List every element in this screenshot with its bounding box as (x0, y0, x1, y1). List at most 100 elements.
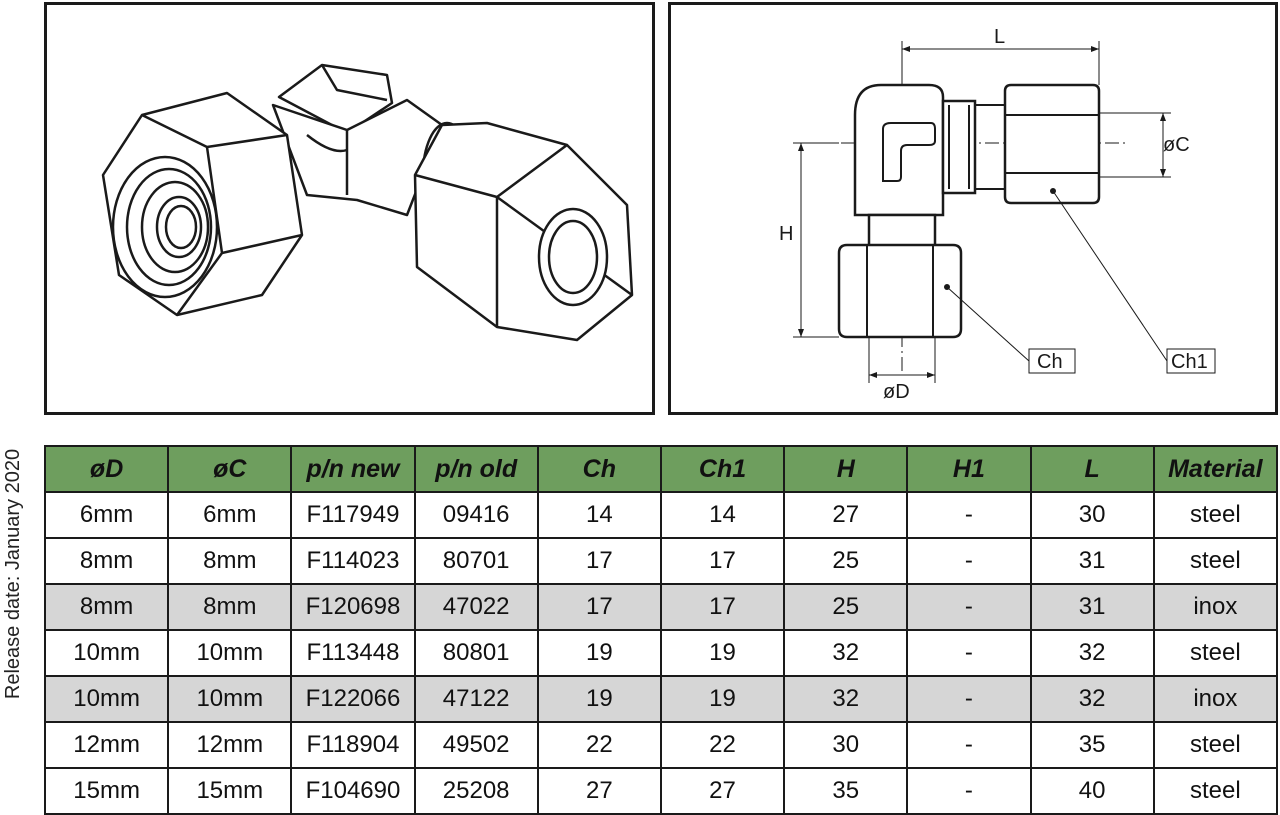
cell: 32 (783, 629, 909, 677)
cell: 12mm (43, 721, 170, 769)
cell: F122066 (290, 675, 416, 723)
cell: - (906, 583, 1032, 631)
cell: - (906, 767, 1032, 815)
cell: 17 (659, 583, 786, 631)
cell: 25208 (413, 767, 539, 815)
label-D: øD (883, 381, 910, 403)
cell: F114023 (290, 537, 416, 585)
col-header-C: øC (167, 445, 293, 493)
cell: 6mm (167, 491, 293, 539)
table-row: 8mm 8mm F120698 47022 17 17 25 - 31 inox (43, 583, 1279, 631)
table-row: 10mm 10mm F113448 80801 19 19 32 - 32 st… (43, 629, 1279, 677)
cell: 12mm (167, 721, 293, 769)
cell: 19 (536, 675, 662, 723)
label-Ch1: Ch1 (1171, 351, 1208, 373)
table-header-row: øD øC p/n new p/n old Ch Ch1 H H1 L Mate… (43, 445, 1279, 493)
cell: steel (1152, 491, 1279, 539)
cell: 15mm (43, 767, 170, 815)
cell: 25 (783, 583, 909, 631)
dimension-drawing-panel: L øC H øD Ch Ch1 (668, 2, 1278, 415)
cell: F118904 (290, 721, 416, 769)
cell: 31 (1029, 537, 1155, 585)
cell: - (906, 721, 1032, 769)
cell: 8mm (167, 537, 293, 585)
col-header-H: H (783, 445, 909, 493)
col-header-L: L (1029, 445, 1155, 493)
cell: 17 (536, 537, 662, 585)
cell: 32 (1029, 629, 1155, 677)
cell: steel (1152, 537, 1279, 585)
elbow-fitting-dimension-diagram: L øC H øD Ch Ch1 (779, 26, 1216, 403)
cell: 6mm (43, 491, 170, 539)
table-row: 6mm 6mm F117949 09416 14 14 27 - 30 stee… (43, 491, 1279, 539)
isometric-drawing-panel (44, 2, 655, 415)
cell: 09416 (413, 491, 539, 539)
label-Ch: Ch (1037, 351, 1063, 373)
cell: 80801 (413, 629, 539, 677)
cell: 10mm (167, 675, 293, 723)
cell: 32 (783, 675, 909, 723)
cell: inox (1152, 583, 1279, 631)
specification-table: øD øC p/n new p/n old Ch Ch1 H H1 L Mate… (43, 445, 1279, 815)
cell: 35 (783, 767, 909, 815)
cell: 40 (1029, 767, 1155, 815)
cell: 14 (659, 491, 786, 539)
label-H: H (779, 223, 793, 245)
cell: F120698 (290, 583, 416, 631)
col-header-pn-old: p/n old (413, 445, 539, 493)
col-header-D: øD (43, 445, 170, 493)
cell: 17 (659, 537, 786, 585)
cell: - (906, 675, 1032, 723)
cell: - (906, 491, 1032, 539)
cell: 49502 (413, 721, 539, 769)
cell: 17 (536, 583, 662, 631)
cell: 10mm (43, 675, 170, 723)
cell: 8mm (167, 583, 293, 631)
table-row: 12mm 12mm F118904 49502 22 22 30 - 35 st… (43, 721, 1279, 769)
cell: - (906, 629, 1032, 677)
cell: 8mm (43, 537, 170, 585)
cell: 27 (659, 767, 786, 815)
col-header-Ch: Ch (536, 445, 662, 493)
table-row: 15mm 15mm F104690 25208 27 27 35 - 40 st… (43, 767, 1279, 815)
cell: steel (1152, 629, 1279, 677)
elbow-fitting-isometric-image (101, 63, 634, 342)
cell: 19 (536, 629, 662, 677)
cell: 14 (536, 491, 662, 539)
cell: steel (1152, 767, 1279, 815)
cell: 30 (783, 721, 909, 769)
col-header-Ch1: Ch1 (659, 445, 786, 493)
cell: 27 (536, 767, 662, 815)
cell: inox (1152, 675, 1279, 723)
cell: 22 (659, 721, 786, 769)
cell: 30 (1029, 491, 1155, 539)
cell: 10mm (167, 629, 293, 677)
label-C: øC (1163, 134, 1190, 156)
cell: 80701 (413, 537, 539, 585)
label-L: L (994, 26, 1005, 48)
cell: F113448 (290, 629, 416, 677)
cell: 31 (1029, 583, 1155, 631)
cell: 47122 (413, 675, 539, 723)
cell: F104690 (290, 767, 416, 815)
cell: 10mm (43, 629, 170, 677)
col-header-pn-new: p/n new (290, 445, 416, 493)
cell: 19 (659, 629, 786, 677)
cell: 15mm (167, 767, 293, 815)
col-header-material: Material (1152, 445, 1279, 493)
cell: 22 (536, 721, 662, 769)
cell: 47022 (413, 583, 539, 631)
cell: 8mm (43, 583, 170, 631)
release-date: Release date: January 2020 (2, 448, 24, 700)
col-header-H1: H1 (906, 445, 1032, 493)
table-row: 8mm 8mm F114023 80701 17 17 25 - 31 stee… (43, 537, 1279, 585)
cell: 25 (783, 537, 909, 585)
cell: F117949 (290, 491, 416, 539)
cell: 32 (1029, 675, 1155, 723)
cell: 19 (659, 675, 786, 723)
cell: steel (1152, 721, 1279, 769)
cell: 27 (783, 491, 909, 539)
cell: - (906, 537, 1032, 585)
table-row: 10mm 10mm F122066 47122 19 19 32 - 32 in… (43, 675, 1279, 723)
cell: 35 (1029, 721, 1155, 769)
